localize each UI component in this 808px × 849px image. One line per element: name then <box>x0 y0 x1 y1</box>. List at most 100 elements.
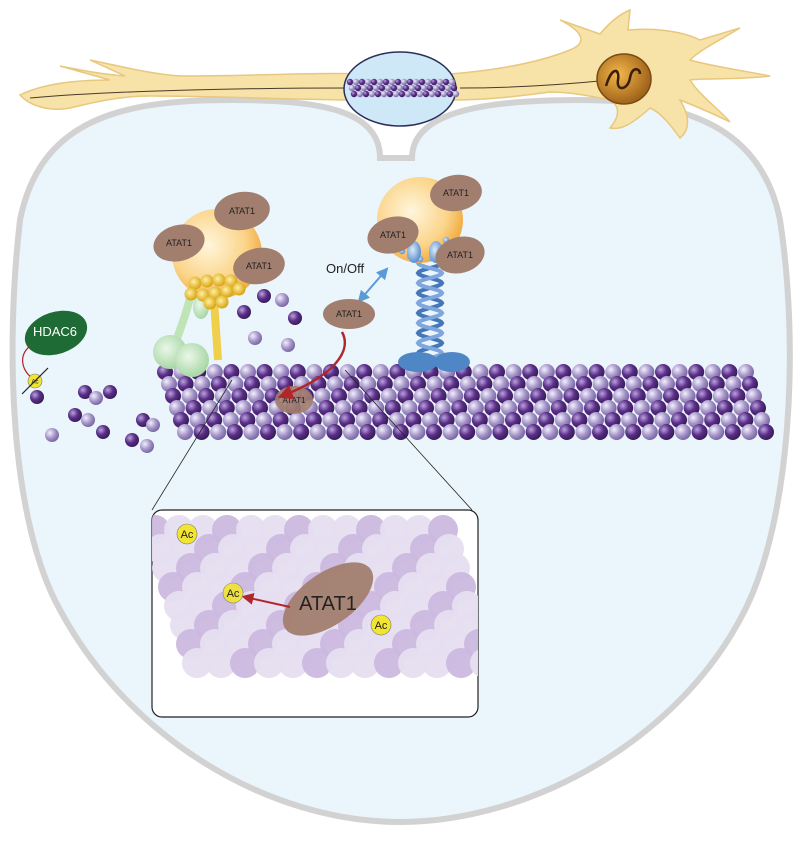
tubulin-subunit <box>424 78 432 86</box>
tubulin-dimer <box>248 331 262 345</box>
tubulin-subunit <box>260 424 276 440</box>
tubulin-subunit <box>450 84 458 92</box>
tubulin-subunit <box>378 84 386 92</box>
tubulin-subunit <box>592 424 608 440</box>
tubulin-subunit <box>404 90 412 98</box>
tubulin-subunit <box>432 84 440 92</box>
tubulin-subunit <box>575 424 592 440</box>
atat1-bound-label: ATAT1 <box>282 396 306 405</box>
strike-line <box>21 367 49 395</box>
atat1-vesicle-left-1 <box>214 191 270 231</box>
atat1-vesicle-left-3 <box>233 247 285 285</box>
tubulin-subunit <box>376 78 384 86</box>
microtubule-lattice <box>157 364 774 440</box>
tubulin-subunit <box>348 84 356 92</box>
hdac6-enzyme <box>24 310 88 356</box>
motor-bead <box>212 273 226 287</box>
tubulin-subunit <box>509 424 525 440</box>
tubulin-subunit <box>388 78 396 86</box>
tubulin-subunit <box>542 424 559 440</box>
atat1-free-label: ATAT1 <box>336 309 362 319</box>
tubulin-subunit <box>426 424 442 440</box>
atat1-vesicle-right-3-label: ATAT1 <box>447 250 473 260</box>
tubulin-subunit <box>368 90 376 98</box>
tubulin-subunit <box>372 84 380 92</box>
tubulin-subunit <box>370 78 378 86</box>
tubulin-subunit <box>675 424 691 440</box>
tubulin-subunit <box>448 78 456 86</box>
free-tubulin-cluster <box>45 289 302 453</box>
motor-bead <box>220 284 234 298</box>
tubulin-subunit <box>380 90 388 98</box>
tubulin-subunit-zoom <box>374 648 404 678</box>
tubulin-subunit <box>358 78 366 86</box>
atat1-vesicle-left-1-label: ATAT1 <box>229 206 255 216</box>
tubulin-dimer <box>30 390 44 404</box>
tubulin-subunit <box>193 424 210 440</box>
zoom-line-right <box>344 369 473 511</box>
tubulin-subunit-zoom <box>398 648 428 678</box>
atat1-vesicle-left-2 <box>153 224 205 262</box>
tubulin-subunit <box>426 84 434 92</box>
motor-bead <box>215 295 229 309</box>
deacetylation-arrow <box>22 345 33 379</box>
on-off-label: On/Off <box>326 261 364 276</box>
tubulin-subunit <box>384 84 392 92</box>
tubulin-dimer <box>140 439 154 453</box>
tubulin-dimer <box>96 425 110 439</box>
tubulin-subunit <box>422 90 430 98</box>
acetylation-arrow <box>277 331 347 400</box>
tubulin-subunit-zoom <box>470 648 478 678</box>
nucleus-icon <box>596 53 652 105</box>
atat1-zoom <box>282 562 374 636</box>
tubulin-subunit <box>364 78 372 86</box>
tubulin-subunit <box>608 424 625 440</box>
tubulin-subunit <box>708 424 725 440</box>
zoom-lattice <box>152 515 478 678</box>
tubulin-subunit-zoom <box>230 648 260 678</box>
tubulin-subunit <box>392 90 400 98</box>
tubulin-subunit <box>475 424 492 440</box>
on-off-arrow <box>357 267 389 303</box>
tubulin-subunit-zoom <box>302 648 332 678</box>
tubulin-subunit <box>326 424 343 440</box>
tubulin-subunit-zoom <box>182 648 212 678</box>
tubulin-subunit <box>366 84 374 92</box>
tubulin-dimer <box>281 338 295 352</box>
tubulin-subunit <box>446 90 454 98</box>
tubulin-subunit <box>374 90 382 98</box>
tubulin-subunit-zoom <box>254 648 284 678</box>
tubulin-subunit <box>438 84 446 92</box>
atat1-zoom-label: ATAT1 <box>299 593 357 615</box>
motor-head <box>407 241 421 263</box>
dna-helix-icon <box>398 256 470 372</box>
tubulin-dimer <box>81 413 95 427</box>
tubulin-subunit <box>492 424 509 440</box>
tubulin-subunit <box>293 424 310 440</box>
tubulin-subunit <box>354 84 362 92</box>
tubulin-subunit <box>525 424 542 440</box>
tubulin-subunit <box>394 78 402 86</box>
tubulin-subunit <box>420 84 428 92</box>
tubulin-subunit <box>390 84 398 92</box>
microtubule-icon <box>346 78 460 98</box>
tubulin-subunit <box>352 78 360 86</box>
tubulin-subunit <box>343 424 359 440</box>
tubulin-dimer <box>146 418 160 432</box>
tubulin-dimer <box>237 305 251 319</box>
tubulin-subunit <box>410 90 418 98</box>
tubulin-subunit <box>459 424 476 440</box>
tubulin-subunit <box>430 78 438 86</box>
tubulin-subunit <box>396 84 404 92</box>
tubulin-subunit <box>402 84 410 92</box>
motor-bead <box>188 276 202 290</box>
motor-bead <box>224 274 238 288</box>
tubulin-subunit-zoom <box>278 648 308 678</box>
tubulin-subunit <box>408 84 416 92</box>
tubulin-subunit <box>409 424 426 440</box>
tubulin-dimer <box>45 428 59 442</box>
zoom-acetylation-arrow <box>241 592 291 608</box>
tubulin-subunit <box>350 90 358 98</box>
